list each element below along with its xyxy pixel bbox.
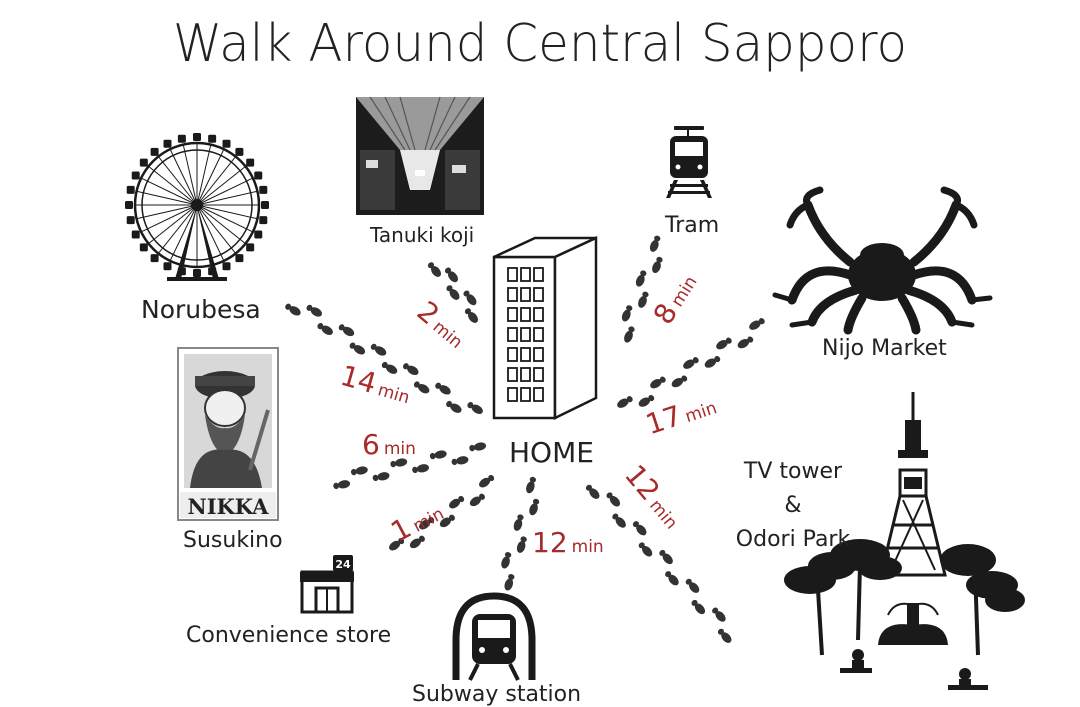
place-label-norubesa: Norubesa xyxy=(141,295,261,324)
place-label-convenience-store: Convenience store xyxy=(186,623,392,648)
odori-park-icon xyxy=(784,539,1025,690)
nikka-sign-icon: NIKKA xyxy=(177,347,279,521)
place-label-subway-station: Subway station xyxy=(412,682,582,707)
tv-tower-icon xyxy=(879,392,947,577)
crab-icon xyxy=(772,186,993,335)
place-label-nijo-market: Nijo Market xyxy=(822,336,947,361)
home-building-icon xyxy=(492,236,598,421)
place-label-tv-tower: TV tower xyxy=(743,459,843,484)
place-label-odori-park: Odori Park xyxy=(735,527,851,552)
store-hours-badge: 24 xyxy=(335,558,351,571)
place-label-tv-tower-odori-park: TV tower & Odori Park xyxy=(718,455,868,557)
place-label-susukino: Susukino xyxy=(183,528,283,553)
home-label: HOME xyxy=(509,436,594,469)
nikka-sign-text: NIKKA xyxy=(188,494,270,519)
place-label-tanuki-koji: Tanuki koji xyxy=(370,223,475,247)
shopping-arcade-photo xyxy=(356,96,484,215)
place-label-ampersand: & xyxy=(784,493,802,518)
tram-icon xyxy=(666,126,712,198)
map-title: Walk Around Central Sapporo xyxy=(172,14,908,74)
subway-icon xyxy=(452,592,536,681)
ferris-wheel-icon xyxy=(125,133,269,281)
place-label-tram: Tram xyxy=(665,213,720,238)
convenience-store-icon: 24 xyxy=(300,555,354,614)
